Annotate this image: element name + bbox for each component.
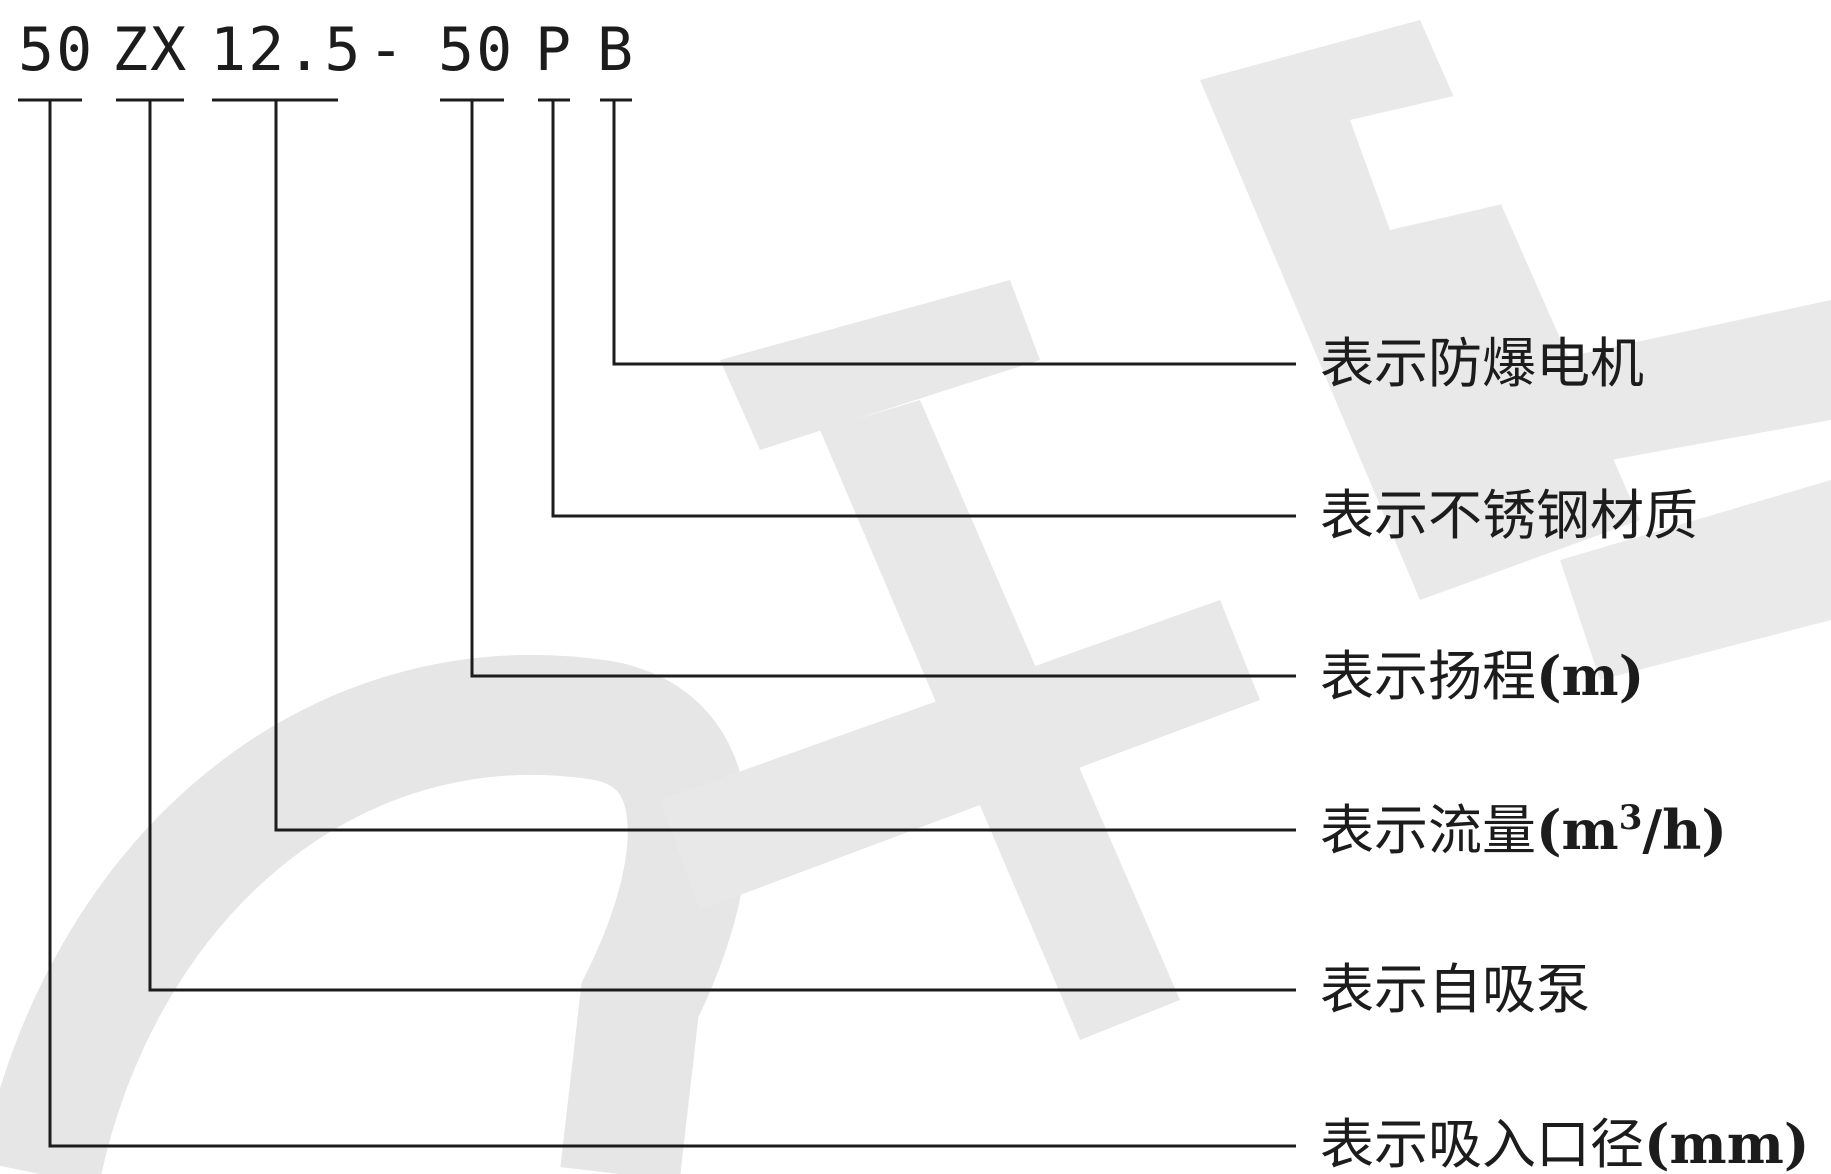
desc-inlet-diameter: 表示吸入口径(mm) [1320,1112,1809,1174]
code-part-motor: B [596,15,636,85]
leader-motor [612,100,1296,366]
desc-material-text: 表示不锈钢材质 [1320,484,1698,547]
watermark-stroke-7 [1350,90,1520,230]
leader-head [470,100,1296,678]
watermark-stroke-5 [1460,300,1831,480]
desc-self-priming-pump: 表示自吸泵 [1320,958,1590,1022]
desc-flow-unit-suffix: /h) [1642,798,1727,862]
desc-flow-unit: (m3/h) [1536,798,1727,862]
code-part-series: ZX [112,15,189,85]
desc-head: 表示扬程(m) [1320,644,1644,709]
leader-flow [274,100,1296,832]
leader-material [551,100,1296,518]
leader-series [148,100,1296,992]
leader-inlet [48,100,1296,1148]
desc-stainless-steel: 表示不锈钢材质 [1320,484,1698,548]
code-part-material: P [534,15,574,85]
watermark-arc [0,655,748,1174]
watermark-stroke-6 [1560,480,1831,680]
desc-inlet-text: 表示吸入口径 [1320,1113,1644,1174]
code-part-flow: 12.5 [210,15,363,85]
code-separator: - [368,15,405,85]
code-part-inlet-diameter: 50 [18,15,95,85]
desc-head-text: 表示扬程 [1320,645,1536,708]
desc-flow-unit-prefix: (m [1536,798,1619,862]
desc-head-unit: (m) [1536,644,1645,708]
desc-flow-unit-exponent: 3 [1618,798,1643,838]
desc-inlet-unit: (mm) [1644,1112,1810,1174]
desc-pump-text: 表示自吸泵 [1320,958,1590,1021]
desc-flow: 表示流量(m3/h) [1320,798,1727,863]
desc-explosion-proof-motor: 表示防爆电机 [1320,332,1644,396]
desc-motor-text: 表示防爆电机 [1320,332,1644,395]
code-part-head: 50 [438,15,515,85]
desc-flow-text: 表示流量 [1320,799,1536,862]
